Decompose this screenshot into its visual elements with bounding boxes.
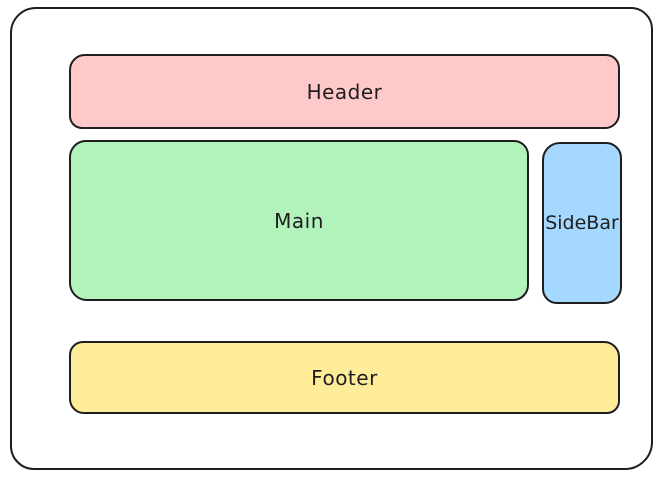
page-container-box: Header Main SideBar Footer [10, 7, 653, 470]
header-box-label: Header [306, 79, 383, 104]
footer-box-label: Footer [311, 365, 378, 390]
header-box: Header [69, 54, 620, 129]
footer-box: Footer [69, 341, 620, 414]
sidebar-box: SideBar [542, 142, 622, 304]
main-box: Main [69, 140, 529, 301]
sidebar-box-label: SideBar [545, 212, 619, 234]
main-box-label: Main [274, 208, 324, 233]
